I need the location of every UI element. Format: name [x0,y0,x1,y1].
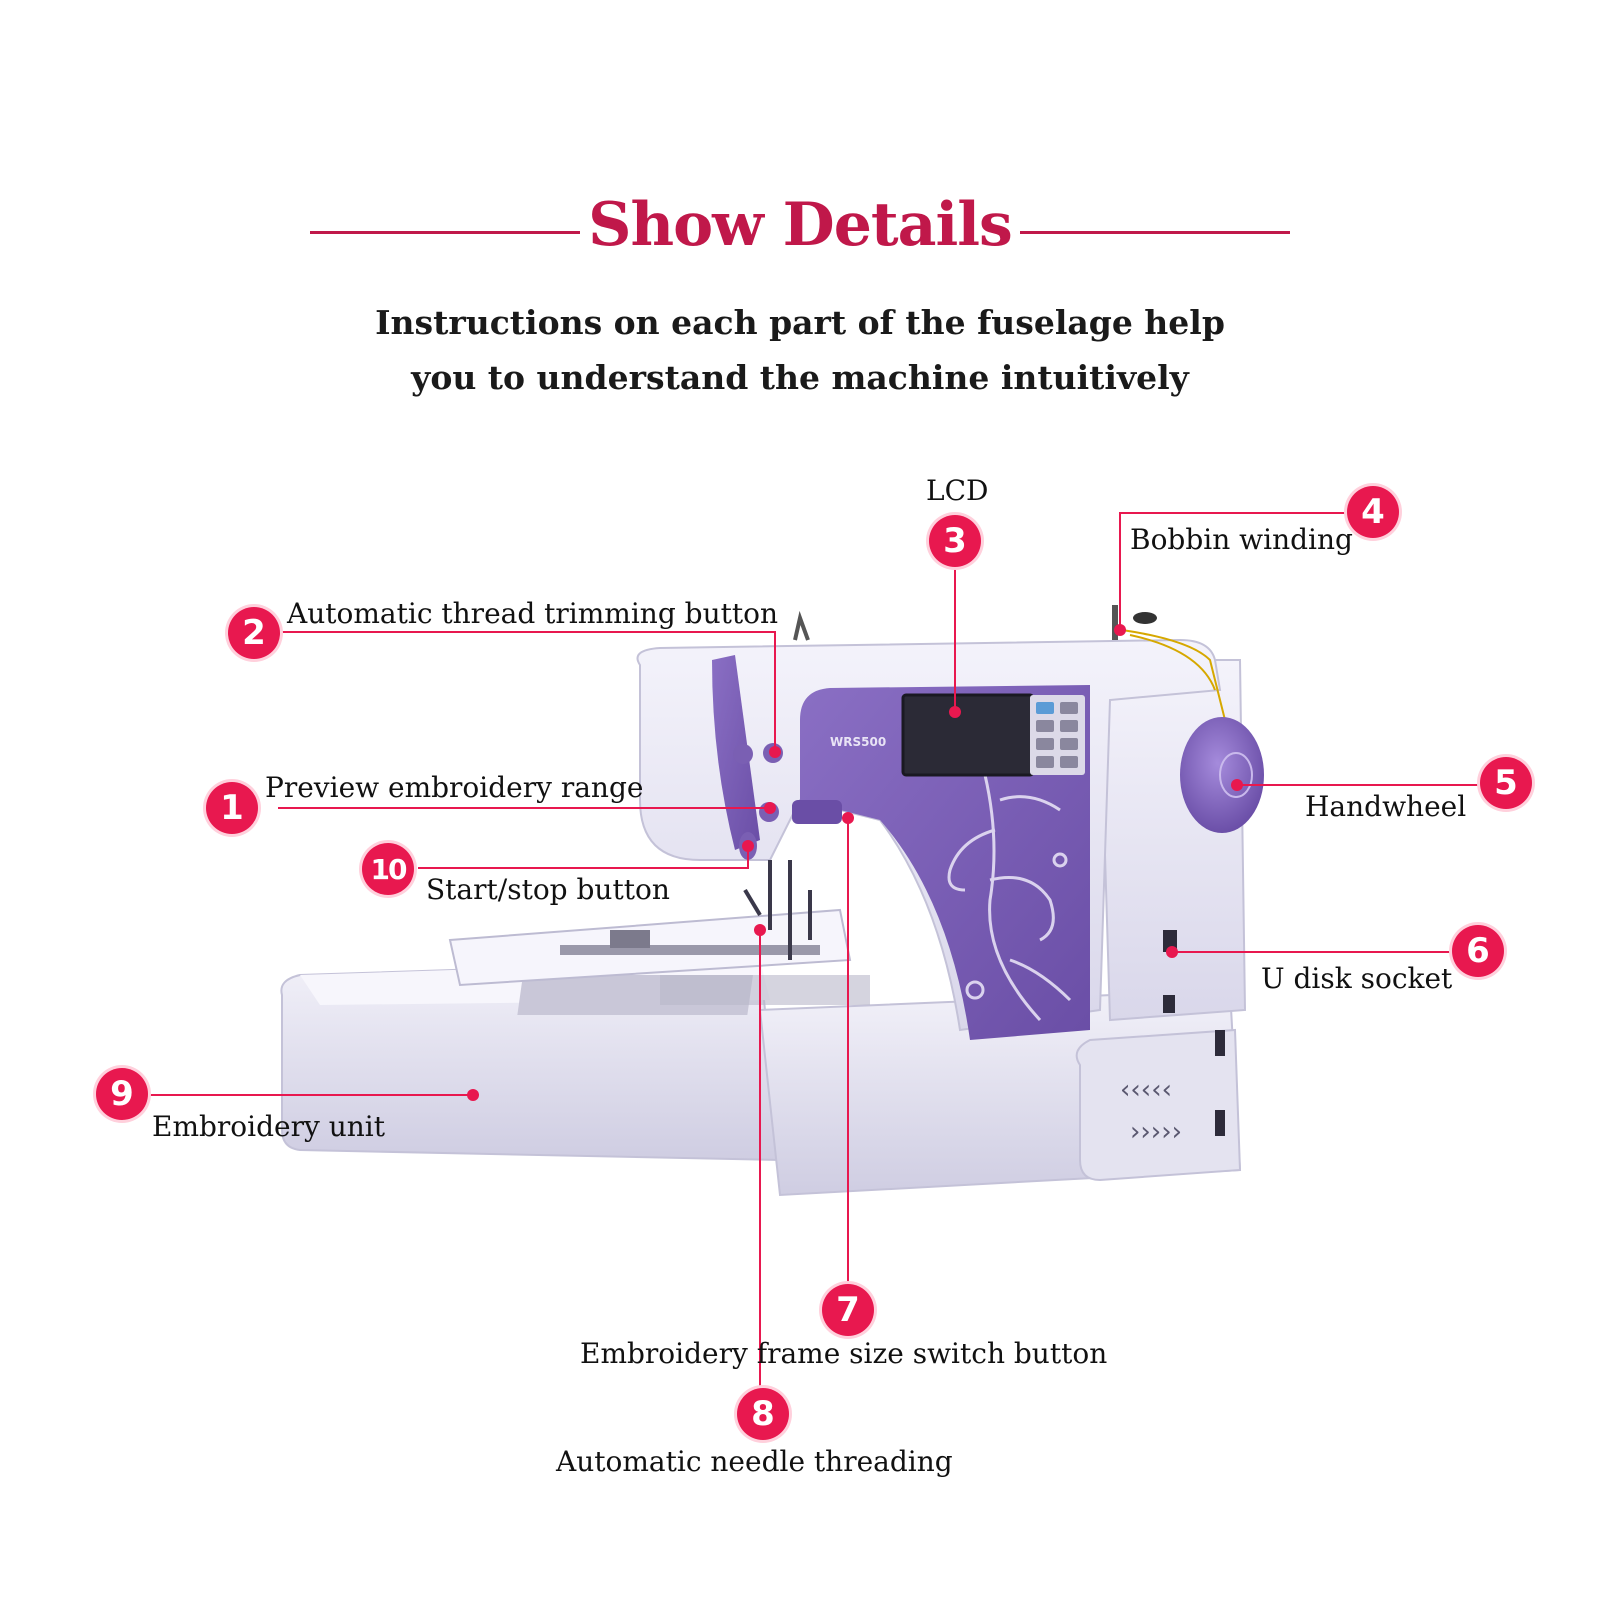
needle-assembly [743,860,812,960]
callout-badge-3: 3 [929,515,981,567]
callout-badge-8: 8 [737,1388,789,1440]
callout-badge-9: 9 [96,1068,148,1120]
callout-label-8: Automatic needle threading [556,1445,953,1478]
callout-label-10: Start/stop button [426,873,670,906]
frame-size-button [792,800,842,824]
svg-text:‹‹‹‹‹: ‹‹‹‹‹ [1120,1075,1172,1105]
callout-label-5: Handwheel [1305,790,1467,823]
callout-label-2: Automatic thread trimming button [287,597,779,630]
callout-badge-4: 4 [1347,486,1399,538]
leader-lines [148,512,1480,1390]
callout-badge-7: 7 [822,1284,874,1336]
floral-decoration [947,774,1072,1022]
subtitle-line-1: Instructions on each part of the fuselag… [375,303,1225,342]
title-rule-left [310,231,580,234]
callout-label-1: Preview embroidery range [265,771,644,804]
callout-label-4: Bobbin winding [1130,523,1353,556]
subtitle: Instructions on each part of the fuselag… [360,295,1240,405]
callout-label-6: U disk socket [1261,962,1453,995]
callout-badge-6: 6 [1452,925,1504,977]
lcd-screen [901,693,1035,777]
callout-badge-10: 10 [362,843,414,895]
handwheel [1180,717,1264,833]
page-title: Show Details [588,190,1013,260]
subtitle-line-2: you to understand the machine intuitivel… [411,358,1189,397]
callout-badge-5: 5 [1480,757,1532,809]
callout-label-7: Embroidery frame size switch button [580,1337,1108,1370]
callout-label-9: Embroidery unit [152,1110,385,1143]
svg-text:›››››: ››››› [1130,1117,1182,1147]
callout-label-3: LCD [926,474,989,507]
model-label: WRS500 [830,735,886,749]
left-head-button [733,744,753,764]
callout-badge-2: 2 [228,607,280,659]
title-rule-right [1020,231,1290,234]
hoop-carrier [448,908,852,987]
lcd-keypad [1030,695,1085,775]
callout-badge-1: 1 [206,782,258,834]
